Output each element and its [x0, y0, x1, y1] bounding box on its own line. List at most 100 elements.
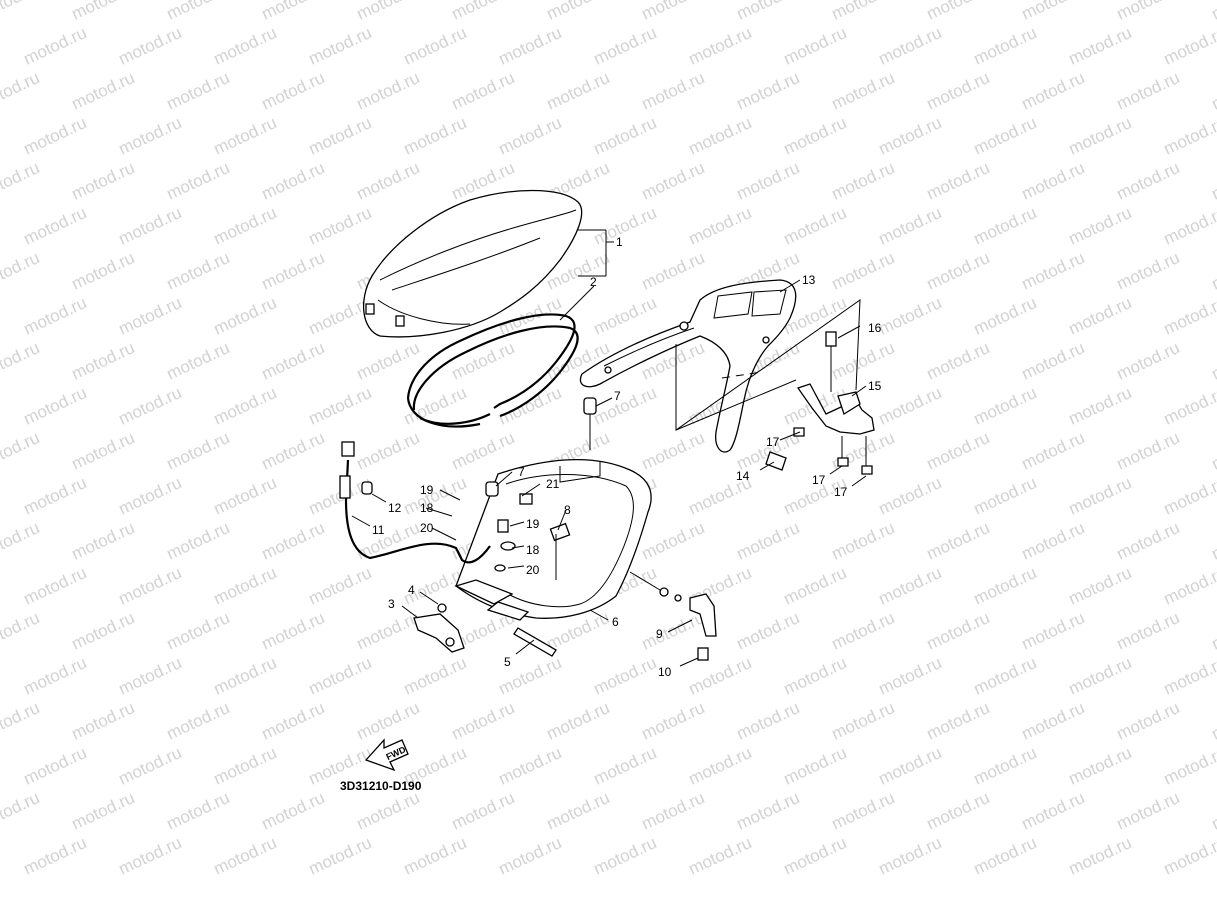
watermark-text: motod.ru [639, 428, 708, 474]
watermark-text: motod.ru [0, 788, 42, 834]
callouts: 1 2 13 16 15 7 17 14 17 17 7 21 19 18 20… [372, 235, 882, 679]
watermark-text: motod.ru [69, 158, 138, 204]
callout-1: 1 [616, 235, 623, 249]
watermark-text: motod.ru [354, 338, 423, 384]
watermark-text: motod.ru [1066, 653, 1135, 699]
watermark-text: motod.ru [211, 203, 280, 249]
watermark-text: motod.ru [1209, 68, 1217, 114]
watermark-text: motod.ru [1161, 383, 1217, 429]
watermark-text: motod.ru [211, 563, 280, 609]
watermark-text: motod.ru [211, 473, 280, 519]
callout-21: 21 [546, 477, 560, 491]
callout-10: 10 [658, 665, 672, 679]
watermark-text: motod.ru [449, 788, 518, 834]
fwd-arrow: FWD [364, 738, 409, 772]
watermark-text: motod.ru [829, 68, 898, 114]
watermark-text: motod.ru [69, 338, 138, 384]
watermark-text: motod.ru [306, 113, 375, 159]
callout-18-right: 18 [526, 543, 540, 557]
watermark-text: motod.ru [164, 0, 233, 24]
watermark-text: motod.ru [1209, 518, 1217, 564]
watermark-text: motod.ru [1209, 158, 1217, 204]
watermark-text: motod.ru [1209, 428, 1217, 474]
watermark-text: motod.ru [544, 698, 613, 744]
watermark-text: motod.ru [781, 563, 850, 609]
watermark-text: motod.ru [1209, 608, 1217, 654]
watermark-text: motod.ru [211, 653, 280, 699]
watermark-text: motod.ru [0, 608, 42, 654]
watermark-text: motod.ru [259, 518, 328, 564]
watermark-text: motod.ru [116, 113, 185, 159]
watermark-text: motod.ru [164, 68, 233, 114]
seat-lock-cable-part [339, 441, 491, 564]
watermark-text: motod.ru [924, 698, 993, 744]
watermark-text: motod.ru [734, 698, 803, 744]
watermark-text: motod.ru [0, 158, 42, 204]
watermark-text: motod.ru [306, 203, 375, 249]
watermark-text: motod.ru [496, 833, 565, 879]
watermark-text: motod.ru [259, 608, 328, 654]
watermark-text: motod.ru [591, 23, 660, 69]
watermark-text: motod.ru [401, 113, 470, 159]
watermark-text: motod.ru [924, 158, 993, 204]
watermark-text: motod.ru [971, 113, 1040, 159]
grab-bar-part [579, 279, 797, 453]
watermark-text: motod.ru [259, 158, 328, 204]
watermark-text: motod.ru [211, 743, 280, 789]
watermark-text: motod.ru [401, 23, 470, 69]
watermark-text: motod.ru [496, 113, 565, 159]
callout-11: 11 [372, 523, 385, 537]
watermark-text: motod.ru [21, 833, 90, 879]
callout-20-right: 20 [526, 563, 540, 577]
watermark-text: motod.ru [591, 653, 660, 699]
watermark-text: motod.ru [544, 68, 613, 114]
watermark-text: motod.ru [354, 0, 423, 24]
watermark-text: motod.ru [449, 428, 518, 474]
watermark-text: motod.ru [686, 23, 755, 69]
watermark-text: motod.ru [829, 518, 898, 564]
watermark-text: motod.ru [21, 473, 90, 519]
watermark-text: motod.ru [21, 653, 90, 699]
watermark-text: motod.ru [971, 653, 1040, 699]
watermark-text: motod.ru [354, 68, 423, 114]
watermark-text: motod.ru [639, 788, 708, 834]
watermark-text: motod.ru [639, 68, 708, 114]
watermark-text: motod.ru [1161, 113, 1217, 159]
watermark-text: motod.ru [1019, 788, 1088, 834]
watermark-text: motod.ru [1019, 428, 1088, 474]
watermark-text: motod.ru [21, 743, 90, 789]
watermark-text: motod.ru [686, 203, 755, 249]
watermark-text: motod.ru [211, 833, 280, 879]
seat-part [362, 189, 583, 338]
watermark-text: motod.ru [306, 653, 375, 699]
watermark-text: motod.ru [1066, 113, 1135, 159]
watermark-text: motod.ru [69, 68, 138, 114]
callout-17-c: 17 [834, 485, 848, 499]
watermark-text: motod.ru [1066, 563, 1135, 609]
watermark-text: motod.ru [69, 428, 138, 474]
seat-lock-part [413, 603, 465, 653]
watermark-text: motod.ru [924, 248, 993, 294]
watermark-text: motod.ru [164, 788, 233, 834]
watermark-text: motod.ru [829, 788, 898, 834]
watermark-text: motod.ru [971, 743, 1040, 789]
watermark-text: motod.ru [116, 473, 185, 519]
watermark-text: motod.ru [1161, 293, 1217, 339]
watermark-text: motod.ru [971, 473, 1040, 519]
watermark-text: motod.ru [876, 653, 945, 699]
storage-box-part [454, 458, 682, 621]
watermark-text: motod.ru [306, 563, 375, 609]
watermark-text: motod.ru [211, 293, 280, 339]
watermark-text: motod.ru [0, 338, 42, 384]
watermark-text: motod.ru [686, 113, 755, 159]
watermark-text: motod.ru [1114, 788, 1183, 834]
watermark-text: motod.ru [164, 338, 233, 384]
watermark-text: motod.ru [354, 788, 423, 834]
callout-7-mid: 7 [518, 465, 525, 479]
watermark-text: motod.ru [69, 0, 138, 24]
watermark-text: motod.ru [734, 0, 803, 24]
watermark-text: motod.ru [829, 0, 898, 24]
watermark-text: motod.ru [21, 113, 90, 159]
watermark-text: motod.ru [781, 833, 850, 879]
watermark-text: motod.ru [1161, 743, 1217, 789]
